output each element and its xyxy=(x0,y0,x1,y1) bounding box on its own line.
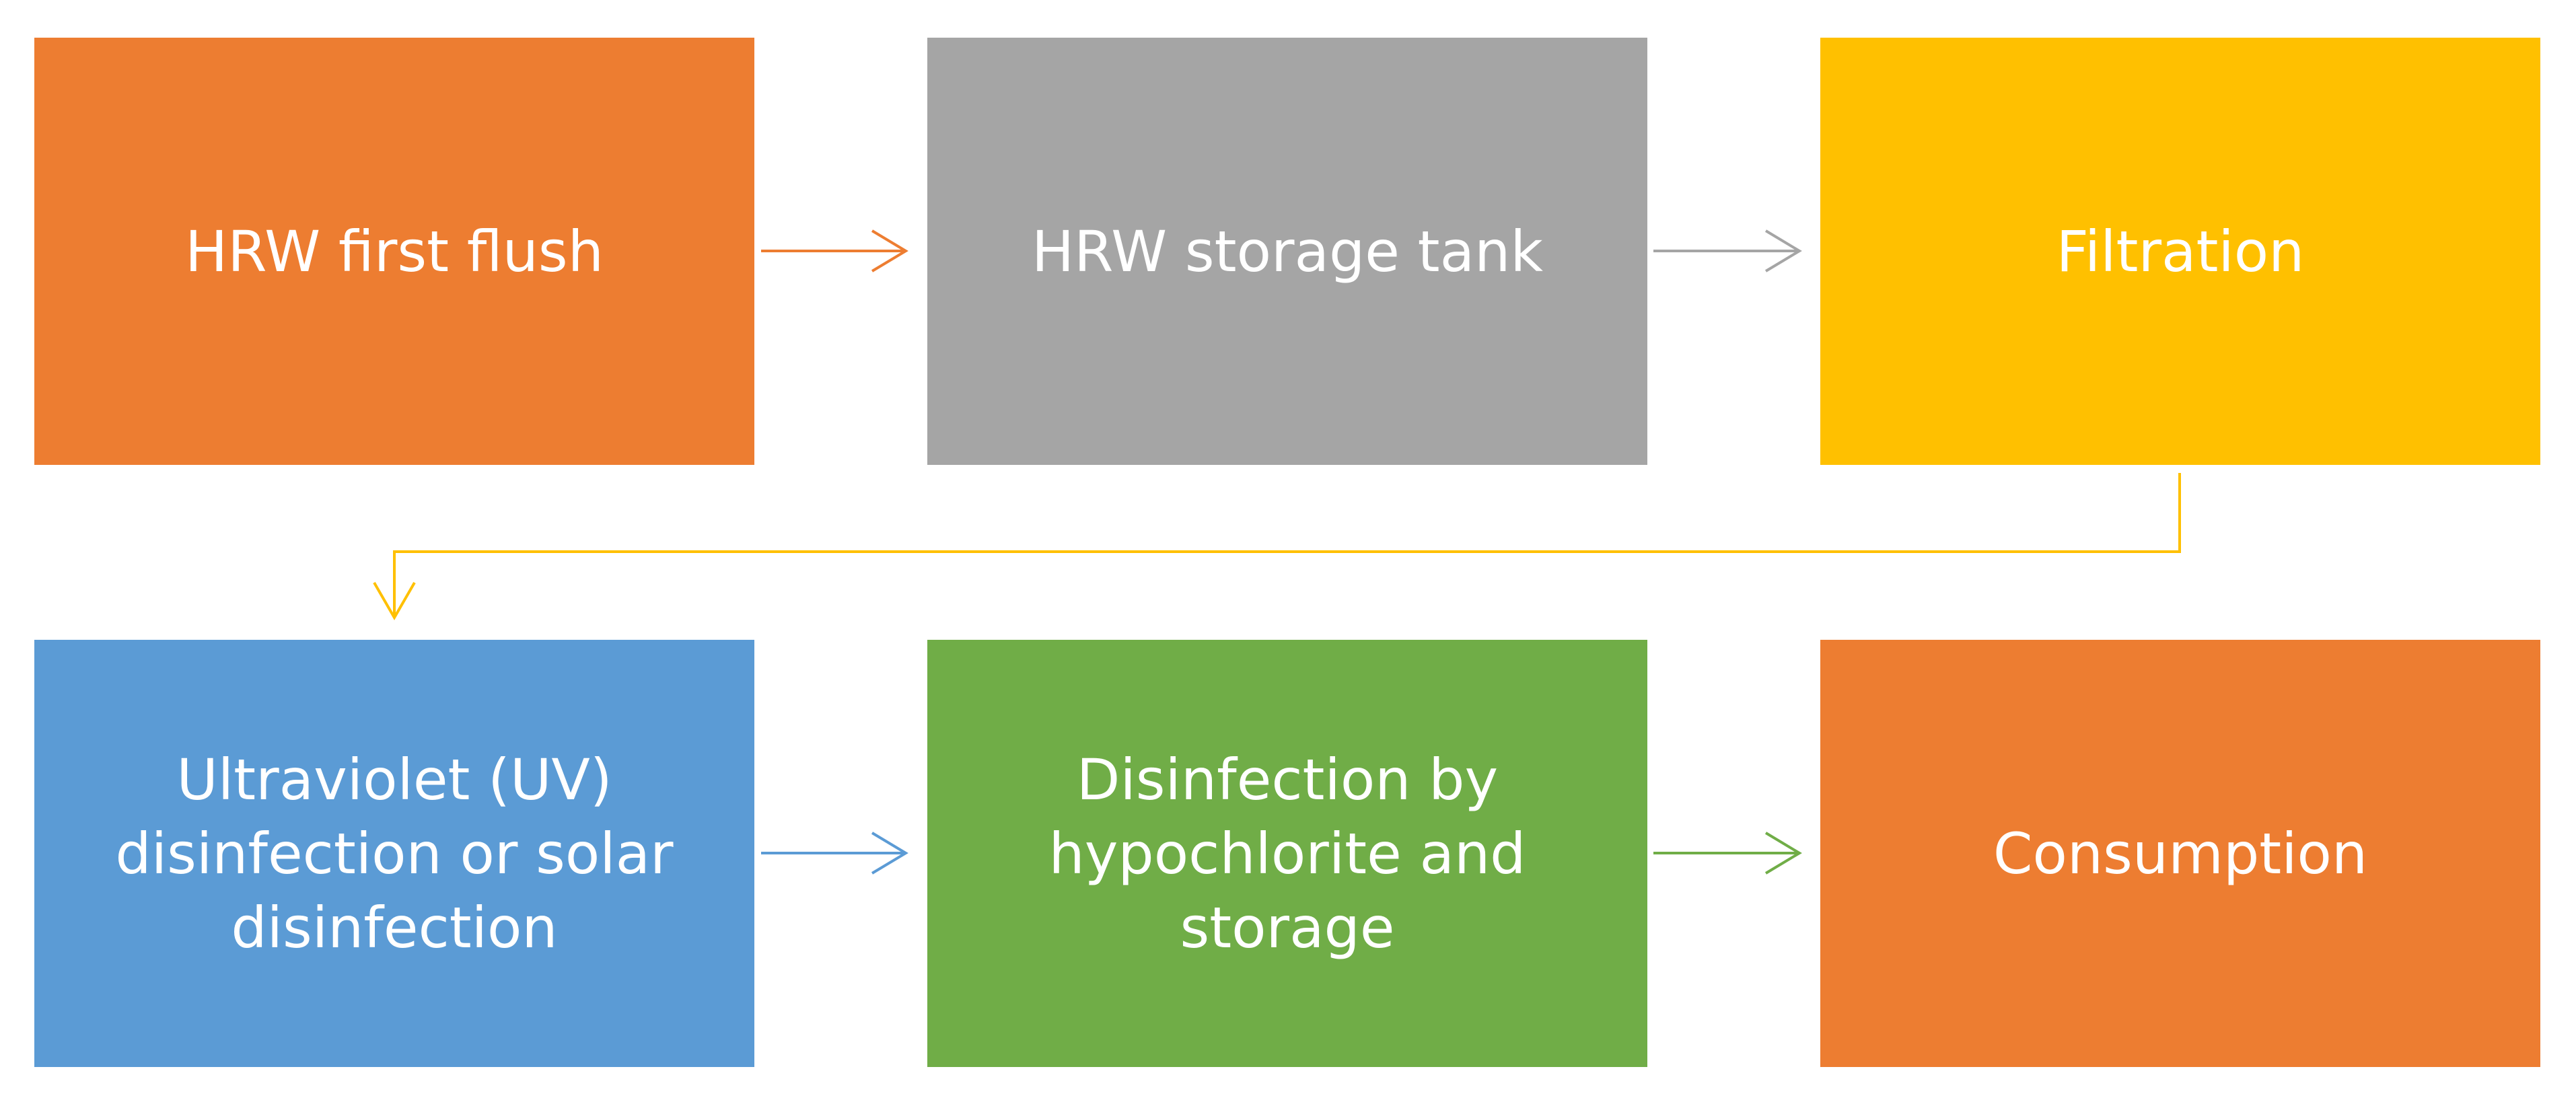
arrow-head xyxy=(1764,832,1802,875)
arrow-uv-to-hypochlorite xyxy=(761,832,908,875)
step-label: Consumption xyxy=(1993,820,2368,887)
step-label: Ultraviolet (UV) disinfection or solar d… xyxy=(115,746,674,961)
arrow-filtration-to-uv xyxy=(373,473,2181,621)
arrow-flush-to-storage xyxy=(761,229,908,272)
arrow-hypochlorite-to-consumption xyxy=(1653,832,1802,875)
step-label: Disinfection by hypochlorite and storage xyxy=(1048,746,1526,961)
step-uv-or-solar-disinfection: Ultraviolet (UV) disinfection or solar d… xyxy=(34,640,754,1067)
step-label: Filtration xyxy=(2056,218,2305,285)
step-label: HRW first flush xyxy=(185,218,604,285)
step-hrw-first-flush: HRW first flush xyxy=(34,38,754,465)
step-label: HRW storage tank xyxy=(1032,218,1543,285)
step-hrw-storage-tank: HRW storage tank xyxy=(927,38,1647,465)
arrow-shaft xyxy=(393,473,2181,618)
step-hypochlorite-disinfection-storage: Disinfection by hypochlorite and storage xyxy=(927,640,1647,1067)
arrow-head xyxy=(871,832,908,875)
arrow-head xyxy=(1764,229,1802,272)
arrow-head xyxy=(373,582,416,621)
step-consumption: Consumption xyxy=(1820,640,2540,1067)
arrow-head xyxy=(871,229,908,272)
arrow-storage-to-filtration xyxy=(1653,229,1802,272)
step-filtration: Filtration xyxy=(1820,38,2540,465)
